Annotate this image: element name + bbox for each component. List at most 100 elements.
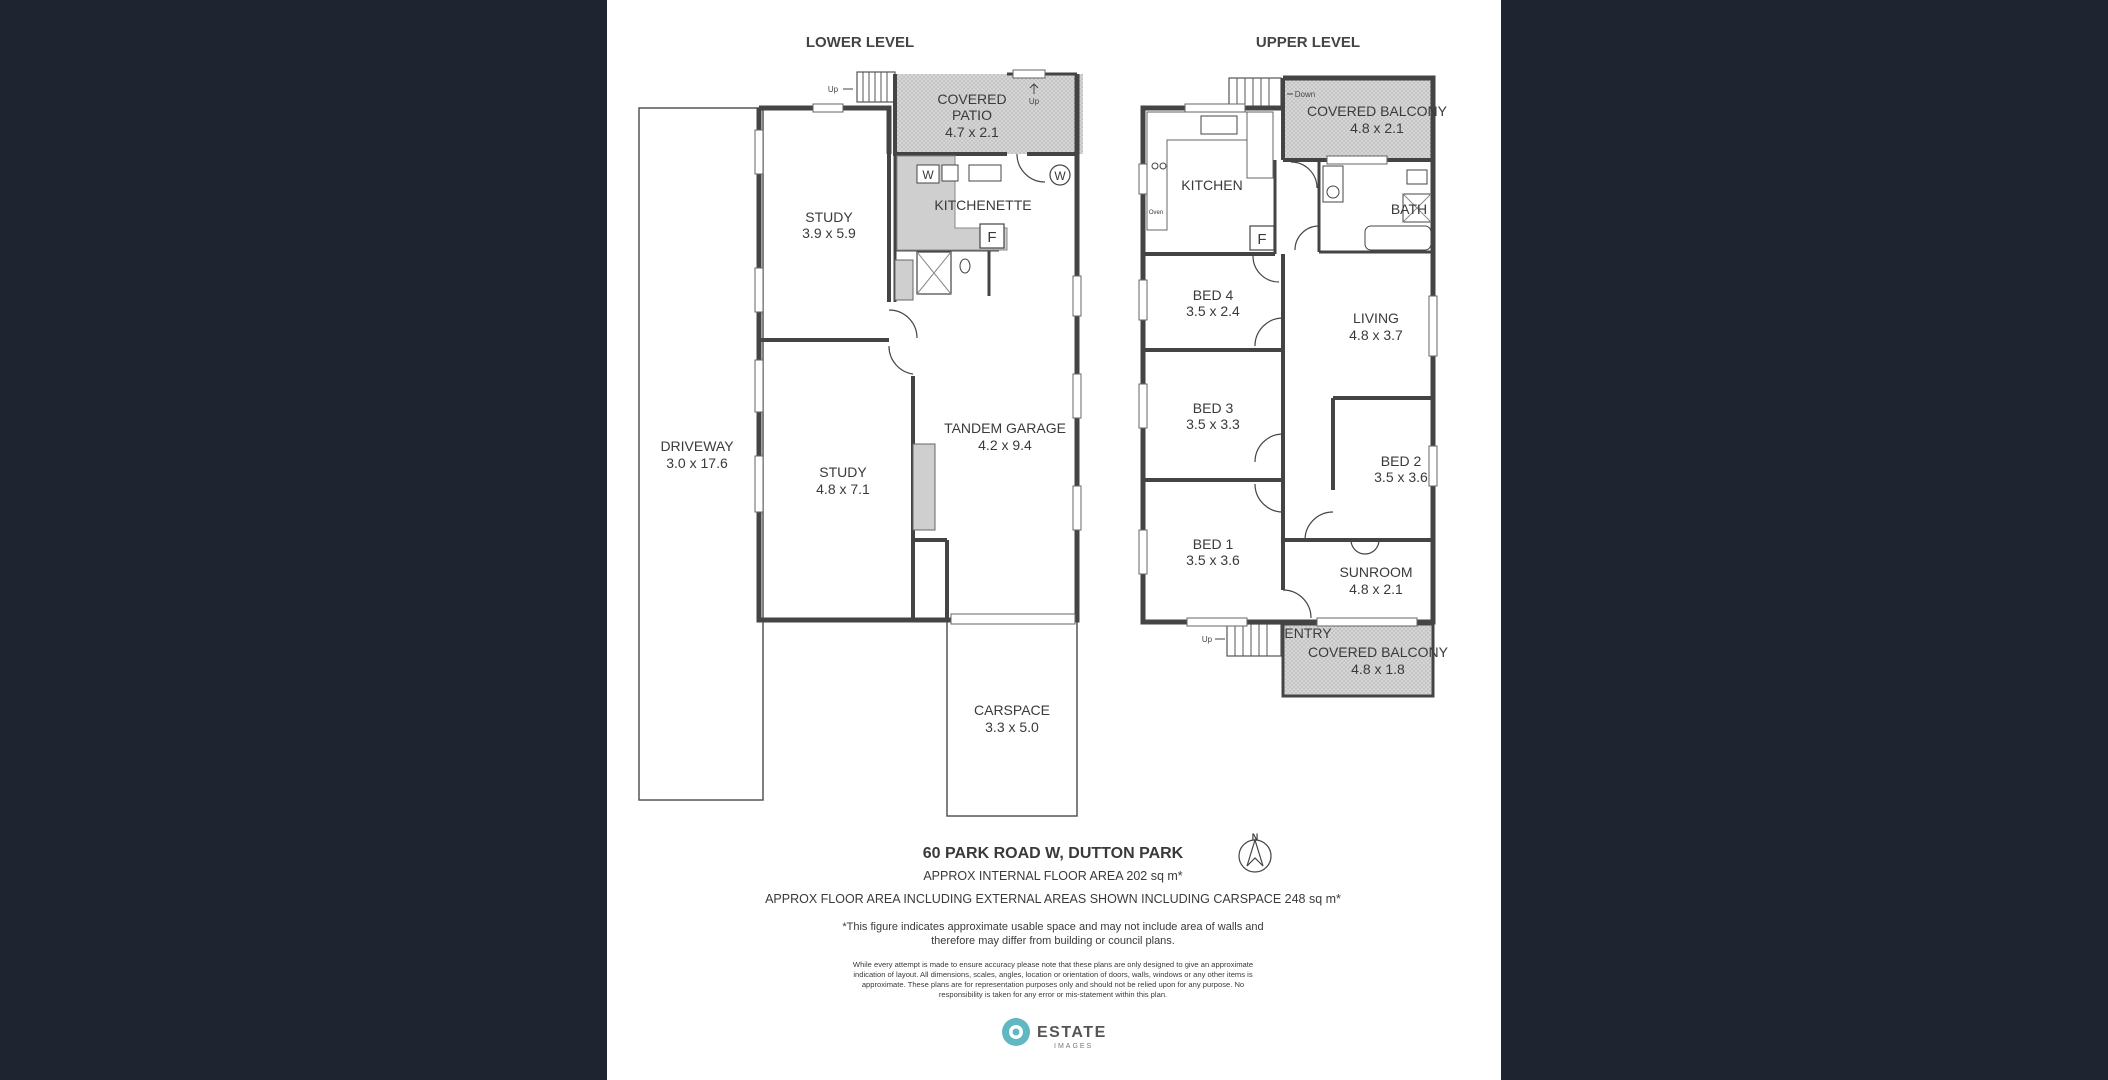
lower-window-1 xyxy=(754,129,764,175)
upper-window-8 xyxy=(1326,155,1388,165)
kitchen-fridge xyxy=(1249,225,1275,251)
patio-window xyxy=(1012,69,1046,79)
lower-door-study-2 xyxy=(888,345,914,375)
total-floor-area: APPROX FLOOR AREA INCLUDING EXTERNAL ARE… xyxy=(765,892,1341,906)
oven-label: Oven xyxy=(1149,210,1163,216)
upper-window-5 xyxy=(1428,295,1438,357)
internal-floor-area: APPROX INTERNAL FLOOR AREA 202 sq m* xyxy=(923,869,1182,883)
lower-window-3 xyxy=(754,359,764,413)
upper-door-kitchen xyxy=(1252,255,1280,283)
bed1-size: 3.5 x 3.6 xyxy=(1186,552,1240,568)
bed1-label: BED 1 xyxy=(1193,536,1234,552)
upper-door-sunroom xyxy=(1350,539,1380,555)
driveway-size: 3.0 x 17.6 xyxy=(666,455,728,471)
lower-stairs-up-label: Up xyxy=(828,85,839,94)
carspace-size: 3.3 x 5.0 xyxy=(985,719,1039,735)
upper-stairs-down-label: Down xyxy=(1295,90,1315,99)
bath-toilet xyxy=(1406,169,1428,185)
balcony-bottom-size: 4.8 x 1.8 xyxy=(1351,661,1405,677)
estate-images-logo: ESTATE IMAGES xyxy=(1002,1018,1105,1050)
upper-window-3 xyxy=(1138,383,1148,429)
patio-washer-label: W xyxy=(1054,169,1066,183)
balcony-top-label: COVERED BALCONY xyxy=(1307,103,1448,119)
upper-balcony-bottom-area xyxy=(1281,622,1435,698)
lower-study-wall-top xyxy=(759,105,892,154)
lower-level-plan: Up F W W xyxy=(638,69,1083,817)
kitchenette-washer xyxy=(916,164,940,184)
kitchen-bench-right xyxy=(1246,111,1274,179)
disclaimer-line-3: approximate. These plans are for represe… xyxy=(862,980,1244,989)
garage-door xyxy=(950,613,1076,625)
bed3-label: BED 3 xyxy=(1193,400,1234,416)
upper-window-6 xyxy=(1428,445,1438,487)
cooktop xyxy=(1151,162,1159,170)
kitchen-fridge-label: F xyxy=(1257,231,1266,248)
study-bottom-size: 4.8 x 7.1 xyxy=(816,481,870,497)
balcony-bottom-label: COVERED BALCONY xyxy=(1308,644,1449,660)
bath-basin xyxy=(1326,185,1340,199)
sunroom-label: SUNROOM xyxy=(1339,564,1412,580)
lower-window-6 xyxy=(1072,373,1082,419)
lower-stairs xyxy=(856,71,896,103)
balcony-top-size: 4.8 x 2.1 xyxy=(1350,120,1404,136)
upper-level-heading: UPPER LEVEL xyxy=(1256,34,1360,51)
north-compass-icon: N xyxy=(1238,832,1272,873)
kitchenette-sink xyxy=(941,164,959,182)
disclaimer-line-1: While every attempt is made to ensure ac… xyxy=(853,960,1253,969)
floor-plan-drawing: LOWER LEVEL UPPER LEVEL Up xyxy=(638,34,1449,1050)
upper-door-entry xyxy=(1282,589,1312,619)
entry-label: ENTRY xyxy=(1284,625,1332,641)
disclaimer-line-2: indication of layout. All dimensions, sc… xyxy=(853,970,1252,979)
bed4-label: BED 4 xyxy=(1193,287,1234,303)
bed2-size: 3.5 x 3.6 xyxy=(1374,469,1428,485)
upper-window-1 xyxy=(1138,163,1148,195)
area-note-1: *This figure indicates approximate usabl… xyxy=(842,921,1263,933)
kitchen-sink xyxy=(1200,115,1238,135)
laundry-cupboard xyxy=(894,259,914,301)
covered-patio-size: 4.7 x 2.1 xyxy=(945,124,999,140)
covered-patio-label-1: COVERED xyxy=(937,91,1006,107)
covered-patio-label-2: PATIO xyxy=(952,107,992,123)
patio-up-arrow xyxy=(1029,83,1039,94)
bed2-label: BED 2 xyxy=(1381,453,1422,469)
tandem-garage-size: 4.2 x 9.4 xyxy=(978,437,1032,453)
property-address: 60 PARK ROAD W, DUTTON PARK xyxy=(923,845,1184,862)
kitchenette-washer-label: W xyxy=(922,168,934,182)
lower-window-7 xyxy=(1072,485,1082,531)
study-bottom-label: STUDY xyxy=(819,464,867,480)
floor-plan-sheet: LOWER LEVEL UPPER LEVEL Up xyxy=(607,0,1501,1080)
lower-window-2 xyxy=(754,267,764,313)
patio-door xyxy=(1016,153,1046,183)
sunroom-size: 4.8 x 2.1 xyxy=(1349,581,1403,597)
kitchenette-fridge-label: F xyxy=(987,229,996,246)
kitchenette-double-sink xyxy=(968,164,1002,182)
lower-window-4 xyxy=(754,455,764,513)
carspace-label: CARSPACE xyxy=(974,702,1050,718)
lower-door-study-1 xyxy=(888,309,918,339)
upper-door-bed1 xyxy=(1254,483,1284,513)
covered-patio-area xyxy=(895,74,1083,154)
patio-up-label: Up xyxy=(1029,97,1040,106)
upper-door-bath xyxy=(1294,225,1320,251)
living-size: 4.8 x 3.7 xyxy=(1349,327,1403,343)
brand-subtitle: IMAGES xyxy=(1054,1043,1093,1050)
upper-window-9 xyxy=(1186,617,1248,627)
lower-window-5 xyxy=(1072,275,1082,317)
upper-window-7 xyxy=(1184,103,1246,113)
kitchenette-label: KITCHENETTE xyxy=(934,197,1031,213)
upper-window-2 xyxy=(1138,279,1148,321)
lower-window-8 xyxy=(812,103,844,113)
kitchen-label: KITCHEN xyxy=(1181,177,1242,193)
patio-washer xyxy=(1049,164,1071,186)
bath-vanity xyxy=(1322,165,1344,203)
garage-cupboard xyxy=(912,443,936,531)
disclaimer-line-4: responsibility is taken for any error or… xyxy=(939,990,1167,999)
upper-door-balcony xyxy=(1290,161,1318,189)
tandem-garage-label: TANDEM GARAGE xyxy=(944,420,1066,436)
bed4-size: 3.5 x 2.4 xyxy=(1186,303,1240,319)
north-label: N xyxy=(1252,832,1259,842)
upper-door-bed4 xyxy=(1254,317,1284,347)
upper-window-10 xyxy=(1316,617,1418,627)
upper-stairs-bottom xyxy=(1226,623,1282,657)
kitchenette-fridge xyxy=(979,223,1005,249)
